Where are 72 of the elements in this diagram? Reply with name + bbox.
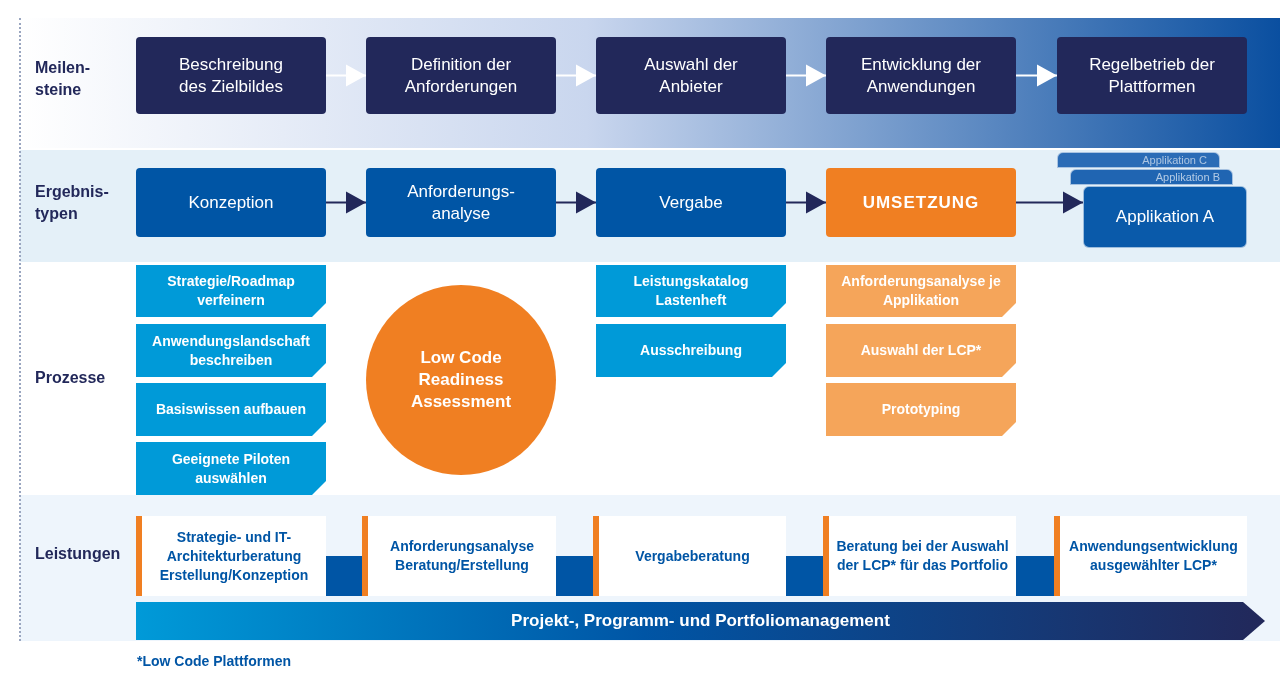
process-text: Ausschreibung	[640, 341, 742, 360]
milestone-text: Definition der Anforderungen	[403, 53, 519, 98]
service-box	[136, 516, 326, 596]
milestone-box	[596, 37, 786, 114]
milestone-text: Auswahl der Anbieter	[643, 53, 739, 98]
management-arrow-text: Projekt-, Programm- und Portfoliomanagement	[511, 610, 890, 632]
result-type-box	[826, 168, 1016, 237]
arrow	[1015, 64, 1058, 87]
row-label: Leistungen	[35, 544, 122, 564]
milestone-text: Beschreibung des Zielbildes	[178, 53, 284, 98]
arrow	[785, 64, 827, 87]
process-box	[136, 324, 326, 377]
result-type-text: Anforderungs- analyse	[406, 180, 516, 225]
milestone-box	[1057, 37, 1247, 114]
milestone-box	[366, 37, 556, 114]
process-box	[596, 265, 786, 317]
service-text: Anwendungsentwicklung ausgewählter LCP*	[1068, 537, 1239, 575]
service-text: Beratung bei der Auswahl der LCP* für das Portfolio	[835, 537, 1010, 575]
row-label: Prozesse	[35, 368, 107, 388]
arrow	[785, 191, 827, 214]
connector-bar	[1016, 556, 1054, 596]
process-text: Anforderungsanalyse je Applikation	[840, 272, 1002, 310]
arrow	[1015, 191, 1084, 214]
process-box	[826, 383, 1016, 436]
milestone-box	[826, 37, 1016, 114]
connector-bar	[556, 556, 593, 596]
management-arrow-band	[136, 602, 1265, 640]
application-card	[1070, 169, 1233, 185]
service-text: Strategie- und IT-Architekturberatung Erstellung/Konzeption	[158, 527, 310, 585]
service-box	[593, 516, 786, 596]
result-type-box	[596, 168, 786, 237]
arrow	[325, 191, 367, 214]
service-box	[362, 516, 556, 596]
process-box	[826, 265, 1016, 317]
process-text: Auswahl der LCP*	[860, 341, 982, 360]
result-type-text: Konzeption	[188, 191, 274, 214]
assessment-text: Low Code Readiness Assessment	[409, 347, 513, 413]
milestone-box	[136, 37, 326, 114]
milestone-text: Entwicklung der Anwendungen	[860, 53, 982, 98]
result-type-box	[136, 168, 326, 237]
process-text: Geeignete Piloten auswählen	[170, 449, 292, 488]
process-text: Anwendungslandschaft beschreiben	[151, 331, 311, 370]
service-text: Anforderungsanalyse Beratung/Erstellung	[389, 537, 535, 575]
arrow	[325, 64, 367, 87]
service-box	[823, 516, 1016, 596]
process-box	[826, 324, 1016, 377]
process-text: Prototyping	[881, 400, 961, 419]
connector-bar	[786, 556, 823, 596]
process-box	[136, 265, 326, 317]
arrow	[555, 191, 597, 214]
application-card	[1057, 152, 1220, 168]
arrow	[555, 64, 597, 87]
result-type-text: Vergabe	[659, 191, 723, 214]
application-text: Applikation A	[1115, 206, 1215, 228]
process-box	[136, 383, 326, 436]
service-box	[1054, 516, 1247, 596]
footnote: *Low Code Plattformen	[137, 652, 292, 671]
application-text: Applikation B	[1155, 170, 1220, 184]
row-label: Ergebnis- typen	[35, 182, 110, 224]
process-box	[136, 442, 326, 495]
application-text: Applikation C	[1142, 153, 1207, 167]
application-card	[1083, 186, 1247, 248]
service-text: Vergabeberatung	[635, 546, 750, 566]
result-type-text: UMSETZUNG	[862, 191, 980, 214]
milestone-text: Regelbetrieb der Plattformen	[1088, 53, 1216, 98]
process-text: Basiswissen aufbauen	[155, 400, 307, 419]
row-label: Meilen- steine	[35, 58, 92, 100]
result-type-box	[366, 168, 556, 237]
process-text: Strategie/Roadmap verfeinern	[166, 272, 296, 310]
process-box	[596, 324, 786, 377]
process-text: Leistungskatalog Lastenheft	[632, 272, 750, 310]
connector-bar	[326, 556, 362, 596]
